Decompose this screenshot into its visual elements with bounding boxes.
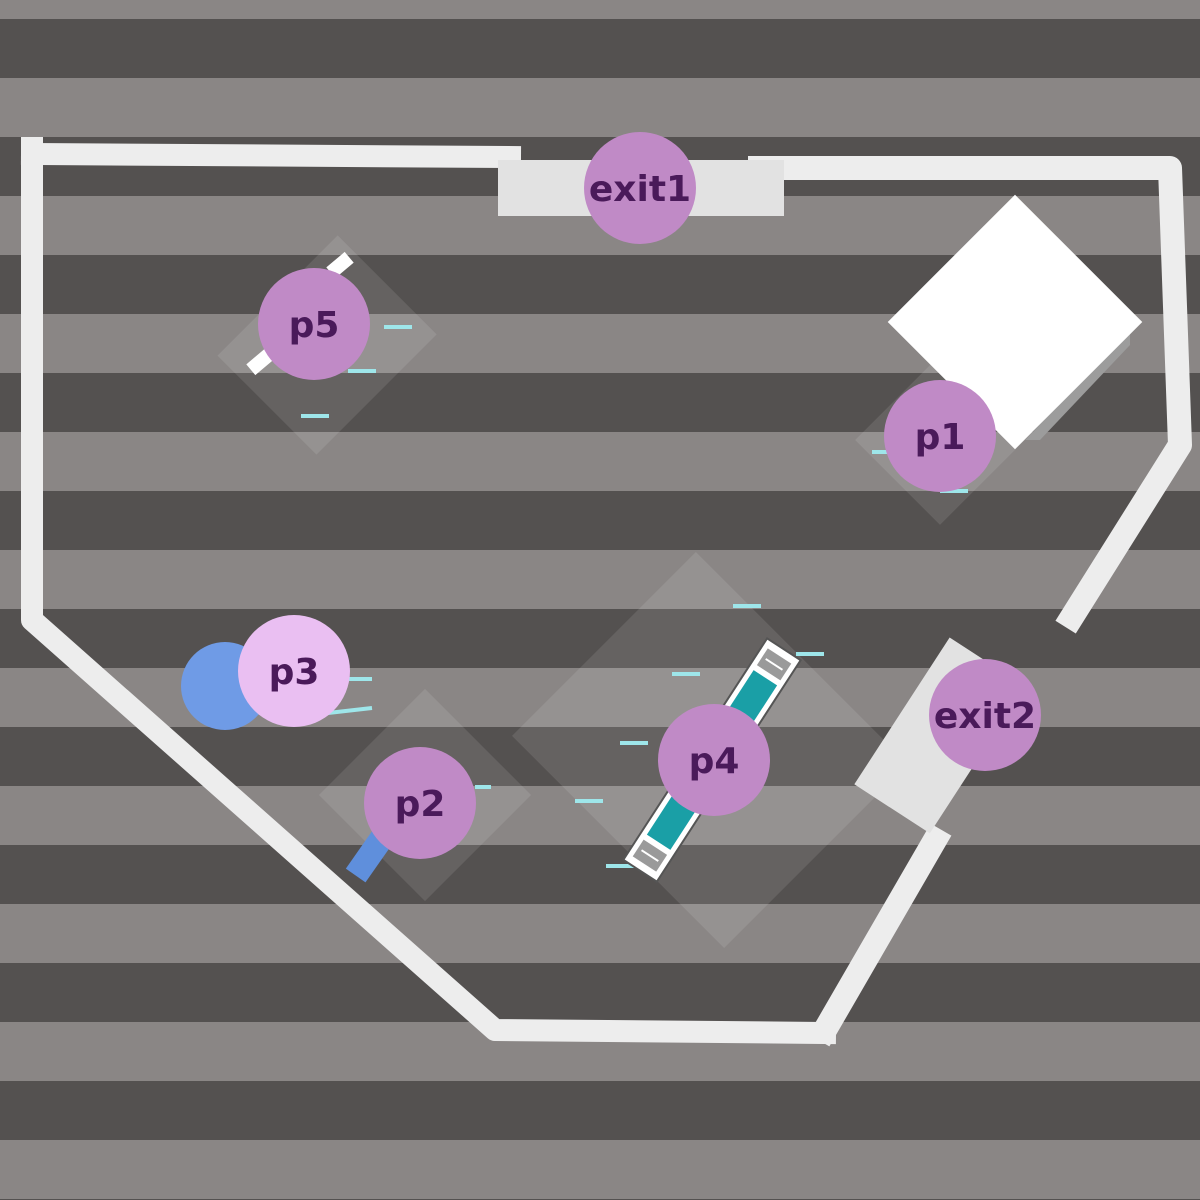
waypoint-markers: exit1 exit2 p1 p2 p3 p4 p5: [238, 132, 1041, 859]
wall-top-right: [748, 156, 1192, 634]
marker-exit2[interactable]: exit2: [929, 659, 1041, 771]
marker-exit1-label: exit1: [589, 169, 691, 210]
marker-exit1[interactable]: exit1: [584, 132, 696, 244]
floor-stripe: [0, 1140, 1200, 1199]
marker-p2[interactable]: p2: [364, 747, 476, 859]
marker-p4[interactable]: p4: [658, 704, 770, 816]
room-walls: [20, 137, 1192, 1047]
marker-p1[interactable]: p1: [884, 380, 996, 492]
marker-p1-label: p1: [915, 417, 966, 458]
floor-stripe: [0, 550, 1200, 609]
marker-p4-label: p4: [689, 741, 740, 782]
floor-stripe: [0, 0, 1200, 19]
wall-left: [21, 137, 837, 1045]
floor-stripe: [0, 1081, 1200, 1140]
floor-stripe: [0, 904, 1200, 963]
marker-exit2-label: exit2: [934, 696, 1036, 737]
marker-p3[interactable]: p3: [238, 615, 350, 727]
marker-p5-label: p5: [289, 305, 340, 346]
marker-p2-label: p2: [395, 784, 446, 825]
floor-stripe: [0, 491, 1200, 550]
floor-stripe: [0, 963, 1200, 1022]
floor-stripe: [0, 78, 1200, 137]
floor-stripe: [0, 786, 1200, 845]
wall-top-left: [20, 142, 522, 169]
wall-bottom-right: [808, 823, 952, 1047]
floor-stripe: [0, 19, 1200, 78]
marker-p5[interactable]: p5: [258, 268, 370, 380]
floor-stripe: [0, 845, 1200, 904]
floor-stripe: [0, 432, 1200, 491]
marker-p3-label: p3: [269, 652, 320, 693]
